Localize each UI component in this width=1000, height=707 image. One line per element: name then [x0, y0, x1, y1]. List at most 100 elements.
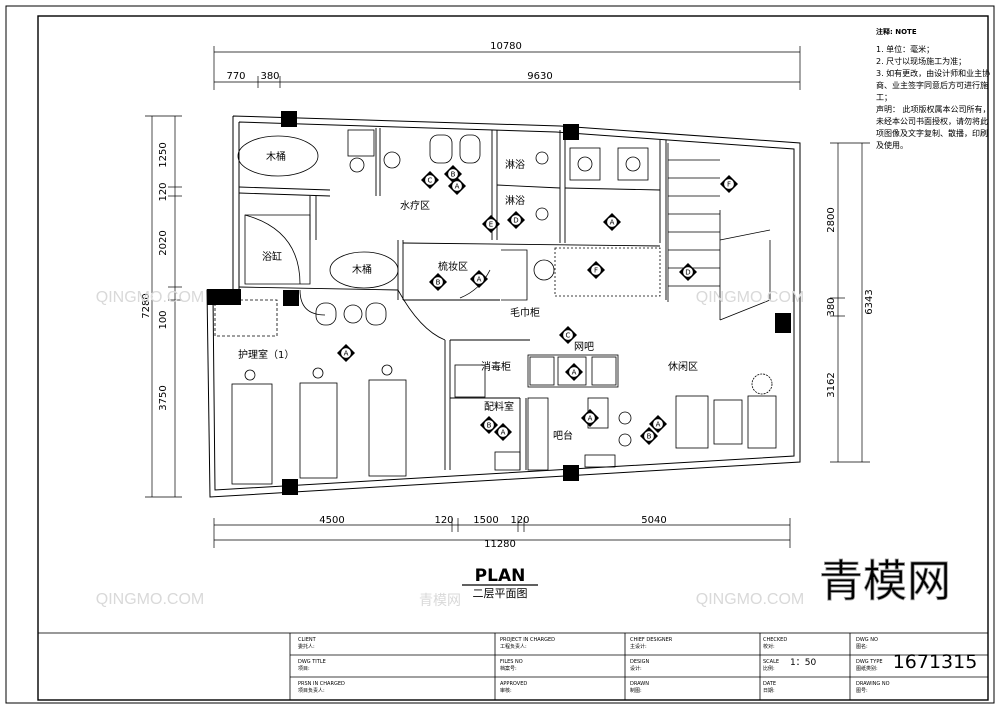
plan-title: PLAN: [475, 566, 526, 586]
title-block-grid: [37, 632, 989, 701]
note-item: 1. 单位：毫米；: [876, 45, 935, 54]
dim-left-part-5: 3750: [158, 385, 169, 410]
tb-dwg-type-en: DWG TYPE: [856, 659, 883, 665]
dim-top-part-3: 9630: [527, 71, 552, 82]
elevation-marker-circle: [643, 430, 655, 442]
watermark-small-brand: 青模网: [419, 592, 461, 608]
elevation-marker-circle: [447, 168, 459, 180]
tb-files-en: FILES NO: [500, 659, 523, 665]
tb-drawn-cn: 制图:: [630, 688, 642, 694]
sheet-border: [5, 5, 995, 704]
tb-date-cn: 日期:: [763, 688, 775, 694]
room-label-towel-cabinet: 毛巾柜: [510, 306, 540, 319]
tb-chief-cn: 主设计:: [630, 644, 647, 650]
dim-bottom-part-4: 120: [510, 515, 529, 526]
watermark-id: 1671315: [893, 651, 978, 673]
dim-left-part-4: 100: [158, 310, 169, 329]
notes-panel: 注释: NOTE 1. 单位：毫米； 2. 尺寸以现场施工为准； 3. 如有更改…: [876, 26, 994, 152]
elevation-marker-letter: F: [594, 267, 598, 275]
room-label-shower-2: 淋浴: [505, 194, 525, 207]
tb-checked-en: CHECKED: [763, 637, 788, 643]
dim-top-total: 10780: [490, 41, 522, 52]
elevation-marker-letter: C: [428, 177, 433, 185]
watermark-logo-text: QINGMO.COM: [96, 289, 204, 306]
dim-top-part-2: 380: [260, 71, 279, 82]
copyright-note: 声明： 此项版权属本公司所有，未经本公司书面授权，请勿将此项图像及文字复制、散播…: [876, 105, 991, 150]
watermark-logo-text: QINGMO.COM: [696, 591, 804, 608]
room-labels: 木桶 木桶 浴缸 水疗区 淋浴 淋浴 梳妆区 毛巾柜 护理室（1） 消毒柜 网吧…: [238, 150, 698, 442]
watermark-logo-text: QINGMO.COM: [96, 591, 204, 608]
dim-bottom-part-2: 120: [434, 515, 453, 526]
dim-left-total: 7280: [141, 293, 152, 318]
elevation-marker-circle: [723, 178, 735, 190]
dim-right-part-3: 3162: [826, 372, 837, 397]
tb-client-en: CLIENT: [298, 637, 316, 643]
elevation-marker-letter: A: [588, 415, 593, 423]
tb-files-cn: 档案号:: [500, 666, 517, 672]
dim-right-part-1: 2800: [826, 207, 837, 232]
notes-heading: 注释: NOTE: [876, 28, 917, 36]
tb-drawn-en: DRAWN: [630, 681, 649, 687]
elevation-marker-letter: A: [455, 183, 460, 191]
tb-pic-cn: 项目负责人:: [298, 688, 325, 694]
tb-project-cn: 工程负责人:: [500, 644, 527, 650]
dimension-texts-vertical: 7280 1250 120 2020 100 3750 6343 2800 38…: [141, 142, 875, 410]
room-label-makeup: 梳妆区: [438, 260, 468, 273]
watermarks: QINGMO.COM QINGMO.COM QINGMO.COM QINGMO.…: [96, 289, 978, 673]
elevation-marker-letter: A: [477, 276, 482, 284]
tb-dwg-no-en: DWG NO: [856, 637, 878, 643]
elevation-marker-letter: A: [572, 369, 577, 377]
dim-bottom-part-3: 1500: [473, 515, 498, 526]
elevation-marker-circle: [682, 266, 694, 278]
dim-right-part-2: 380: [826, 297, 837, 316]
room-label-shower-1: 淋浴: [505, 158, 525, 171]
elevation-marker-circle: [590, 264, 602, 276]
structural-columns: [207, 111, 791, 495]
elevation-marker-circle: [340, 347, 352, 359]
room-label-wood-barrel-2: 木桶: [352, 263, 372, 276]
elevation-marker-letter: B: [647, 433, 652, 441]
elevation-marker-circle: [584, 412, 596, 424]
elevation-marker-circle: [652, 418, 664, 430]
room-label-hydrotherapy: 水疗区: [400, 199, 430, 212]
fixtures: [214, 129, 777, 485]
elevation-marker-letter: A: [344, 350, 349, 358]
elevation-marker-circle: [473, 273, 485, 285]
room-label-net-bar: 网吧: [574, 341, 594, 353]
dimension-texts: 10780 770 380 9630 4500 120 1500 120 504…: [226, 41, 666, 550]
elevation-marker-circle: [606, 216, 618, 228]
tb-dwg-title-cn: 项目:: [298, 666, 310, 672]
tb-dwg-type-cn: 图纸类别:: [856, 666, 878, 672]
room-label-bar-counter: 吧台: [553, 429, 573, 442]
tb-drawing-no-cn: 图号:: [856, 688, 868, 694]
elevation-marker-circle: [483, 419, 495, 431]
elevation-marker-letter: D: [685, 269, 690, 277]
tb-design-cn: 设计:: [630, 666, 642, 672]
dimension-lines: [145, 46, 870, 548]
watermark-brand: 青模网: [819, 556, 951, 607]
dim-left-part-3: 2020: [158, 230, 169, 255]
dim-left-part-1: 1250: [158, 142, 169, 167]
room-label-lounge: 休闲区: [668, 360, 698, 373]
elevation-marker-letter: A: [501, 429, 506, 437]
plan-subtitle: 二层平面图: [473, 587, 528, 600]
room-label-care-room: 护理室（1）: [238, 348, 294, 361]
elevation-marker-circle: [432, 276, 444, 288]
room-label-mixing-room: 配料室: [484, 400, 514, 413]
tb-date-en: DATE: [763, 681, 777, 687]
tb-scale-cn: 比例:: [763, 666, 775, 672]
tb-approved-en: APPROVED: [500, 681, 528, 687]
tb-drawing-no-en: DRAWING NO: [856, 681, 890, 687]
dim-bottom-total: 11280: [484, 539, 516, 550]
elevation-marker-letter: B: [487, 422, 492, 430]
tb-chief-en: CHIEF DESIGNER: [630, 637, 673, 643]
tb-dwg-title-en: DWG TITLE: [298, 659, 326, 665]
elevation-marker-circle: [451, 180, 463, 192]
dim-right-total: 6343: [864, 289, 875, 314]
tb-scale-en: SCALE: [763, 659, 780, 665]
elevation-marker-letter: A: [656, 421, 661, 429]
elevation-marker-circle: [485, 218, 497, 230]
tb-approved-cn: 审核:: [500, 688, 512, 694]
